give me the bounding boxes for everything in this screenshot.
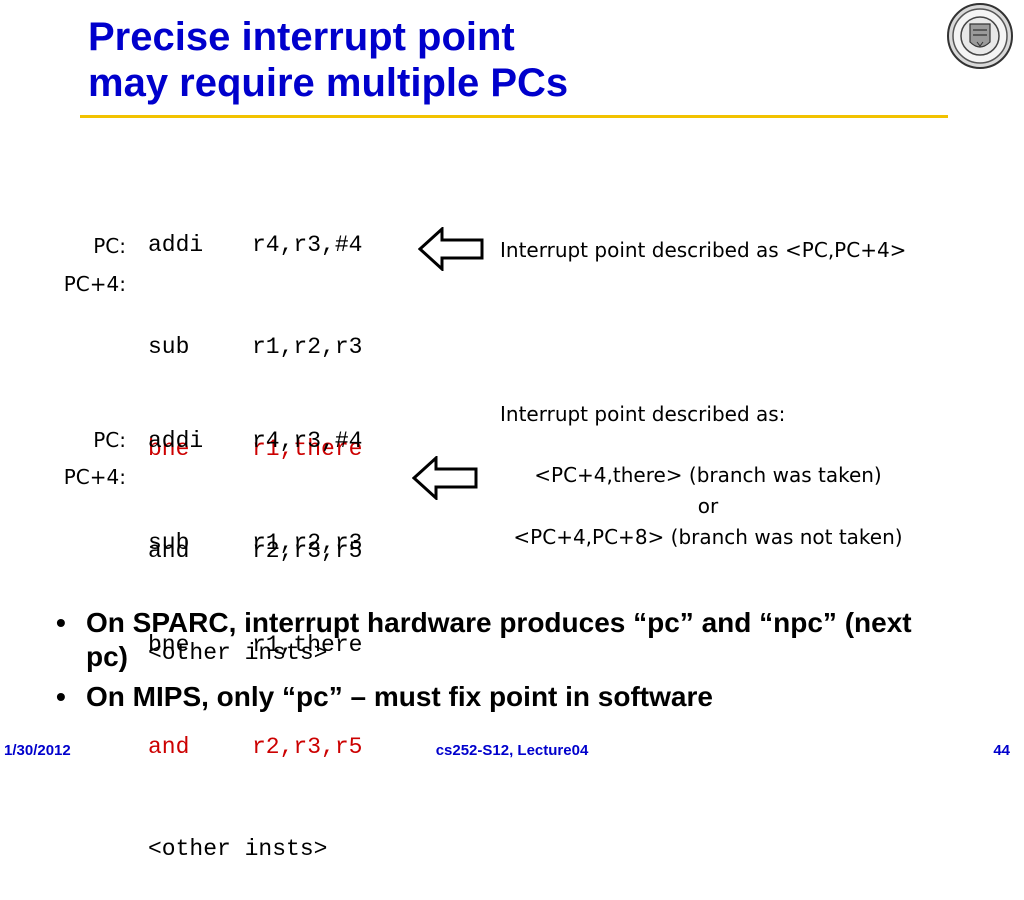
interrupt-note-not-taken: <PC+4,PC+8> (branch was not taken)	[513, 525, 903, 549]
operands: r4,r3,#4	[252, 232, 363, 258]
footer-course: cs252-S12, Lecture04	[435, 742, 589, 759]
footer-page-number: 44	[993, 742, 1010, 759]
interrupt-note-taken: <PC+4,there> (branch was taken)	[534, 463, 882, 487]
code-line: addi r4,r3,#4	[148, 228, 362, 262]
title-divider	[80, 115, 948, 118]
pc-label: PC:	[93, 234, 126, 258]
opcode: sub	[148, 530, 190, 556]
left-arrow-icon	[418, 227, 484, 271]
operands: r1,there	[252, 436, 363, 462]
operands: r4,r3,#4	[252, 428, 363, 454]
code-line: addi r4,r3,#4	[148, 424, 362, 458]
code-line-highlighted: bne r1,there	[148, 432, 362, 466]
opcode: and	[148, 538, 190, 564]
title-line-1: Precise interrupt point	[88, 15, 515, 59]
operands: r1,r2,r3	[252, 334, 363, 360]
code-line-highlighted: and r2,r3,r5	[148, 730, 362, 764]
code-line: sub r1,r2,r3	[148, 526, 362, 560]
title-line-2: may require multiple PCs	[88, 61, 569, 105]
bullet-item: On MIPS, only “pc” – must fix point in s…	[52, 680, 952, 714]
opcode: addi	[148, 428, 204, 454]
interrupt-note-1: Interrupt point described as <PC,PC+4>	[500, 238, 907, 262]
bullet-item: On SPARC, interrupt hardware produces “p…	[52, 606, 952, 674]
university-seal-icon	[947, 3, 1013, 69]
opcode: sub	[148, 334, 190, 360]
opcode: bne	[148, 436, 190, 462]
slide-title: Precise interrupt point may require mult…	[88, 14, 568, 106]
operands: r2,r3,r5	[252, 538, 363, 564]
footer-date: 1/30/2012	[4, 742, 71, 759]
code-line: sub r1,r2,r3	[148, 330, 362, 364]
opcode: and	[148, 734, 190, 760]
interrupt-note-heading: Interrupt point described as:	[500, 402, 786, 426]
bullet-list: On SPARC, interrupt hardware produces “p…	[52, 606, 952, 720]
pc4-label: PC+4:	[63, 272, 126, 296]
pc4-label: PC+4:	[63, 465, 126, 489]
operands: r2,r3,r5	[252, 734, 363, 760]
code-line: and r2,r3,r5	[148, 534, 362, 568]
opcode: addi	[148, 232, 204, 258]
pc-label: PC:	[93, 428, 126, 452]
opcode: <other insts>	[148, 836, 328, 862]
interrupt-note-or: or	[697, 494, 719, 518]
code-line: <other insts>	[148, 832, 362, 866]
left-arrow-icon	[412, 456, 478, 500]
operands: r1,r2,r3	[252, 530, 363, 556]
